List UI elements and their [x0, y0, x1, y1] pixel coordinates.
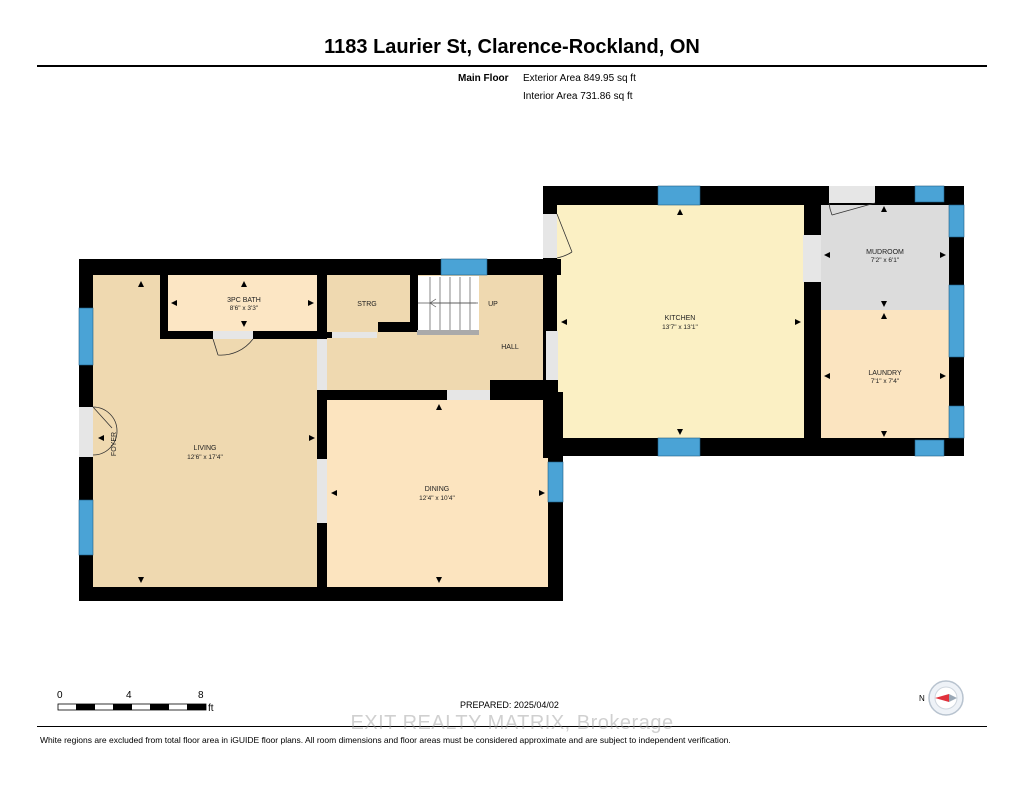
page-title: 1183 Laurier St, Clarence-Rockland, ON [324, 36, 700, 58]
door-swings [92, 202, 876, 456]
scale-tick-8: 8 [198, 690, 204, 701]
dining-room [327, 400, 548, 587]
foyer-label: FOYER [111, 432, 118, 456]
stair-treads [417, 277, 479, 335]
compass-north-label: N [919, 694, 925, 703]
foyer-door-swing [92, 406, 118, 456]
dimension-arrows [98, 206, 946, 583]
laundry-dims: 7'1" x 7'4" [871, 378, 900, 385]
kitchen-label: KITCHEN [665, 315, 696, 322]
living-dims: 12'6" x 17'4" [187, 454, 223, 461]
hall-label: HALL [501, 344, 519, 351]
prepared-date: PREPARED: 2025/04/02 [460, 700, 559, 710]
storage-label: STRG [357, 301, 376, 308]
bath-door-swing [212, 338, 254, 356]
header-divider [37, 65, 987, 67]
scale-bar [57, 703, 207, 711]
kitchen-dims: 13'7" x 13'1" [662, 324, 698, 331]
scale-unit: ft [208, 703, 214, 714]
watermark: EXIT REALTY MATRIX, Brokerage [350, 712, 674, 734]
laundry-label: LAUNDRY [868, 370, 902, 377]
interior-area: Interior Area 731.86 sq ft [523, 91, 633, 102]
dining-dims: 12'4" x 10'4" [419, 495, 455, 502]
scale-tick-4: 4 [126, 690, 132, 701]
dining-label: DINING [425, 486, 450, 493]
footer-divider [37, 726, 987, 727]
bath-label: 3PC BATH [227, 297, 261, 304]
bath-dims: 8'6" x 3'3" [230, 305, 259, 312]
kitchen-room [557, 205, 804, 439]
openings [79, 186, 875, 523]
mudroom-room [821, 202, 949, 310]
mudroom-door-swing [828, 202, 876, 216]
compass: N [915, 680, 975, 725]
disclaimer: White regions are excluded from total fl… [40, 735, 731, 745]
laundry-room [821, 310, 949, 440]
mudroom-dims: 7'2" x 6'1" [871, 257, 900, 264]
mudroom-label: MUDROOM [866, 249, 904, 256]
compass-icon: N [919, 680, 964, 716]
scale-tick-0: 0 [57, 690, 63, 701]
living-label: LIVING [194, 445, 217, 452]
windows [78, 185, 965, 556]
up-label: UP [488, 301, 498, 308]
exterior-area: Exterior Area 849.95 sq ft [523, 73, 636, 84]
stair [417, 276, 479, 333]
kitchen-door-swing [556, 213, 573, 259]
floor-label: Main Floor [458, 73, 509, 84]
